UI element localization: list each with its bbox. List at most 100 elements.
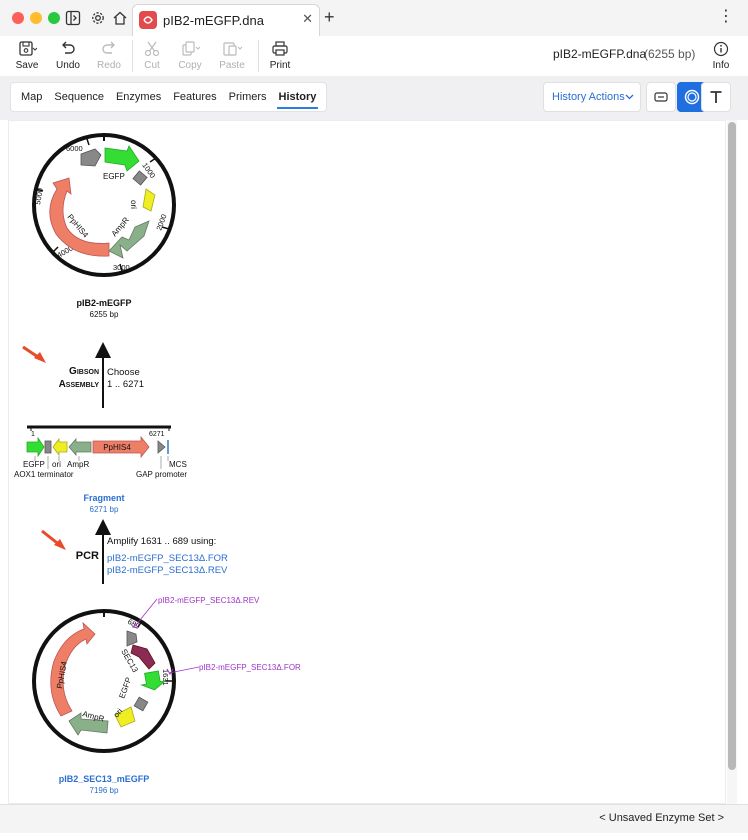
- egfp-feature: [26, 436, 45, 458]
- history-panel: 6000 1000 2000 3000 4000 5000 EGFP ori A…: [8, 120, 726, 804]
- toolbar-divider: [258, 40, 259, 72]
- toolbar-divider: [132, 40, 133, 72]
- tab-close-icon[interactable]: ✕: [302, 11, 313, 26]
- fragment-label-ori: ori: [52, 460, 61, 469]
- primer-for-link[interactable]: pIB2-mEGFP_SEC13Δ.FOR: [107, 553, 228, 564]
- terminator-feature: [44, 440, 52, 454]
- circular-map-icon: [684, 89, 700, 105]
- redo-button[interactable]: Redo: [89, 36, 129, 76]
- primer-for-label[interactable]: pIB2-mEGFP_SEC13Δ.FOR: [199, 663, 301, 672]
- bottom-map-size: 7196 bp: [90, 786, 119, 795]
- text-view-button[interactable]: [701, 82, 731, 112]
- sidebar-toggle-icon[interactable]: [63, 8, 83, 28]
- terminator-feature: [133, 696, 149, 712]
- ampr-feature: [108, 220, 150, 259]
- document-tab[interactable]: pIB2-mEGFP.dna ✕: [132, 4, 320, 36]
- redo-icon: [102, 41, 115, 54]
- document-title: pIB2-mEGFP.dna: [553, 47, 647, 61]
- history-actions-dropdown[interactable]: History Actions: [543, 82, 641, 112]
- top-map-size: 6255 bp: [90, 310, 119, 319]
- cut-button[interactable]: Cut: [132, 36, 172, 76]
- linear-view-button[interactable]: [646, 82, 676, 112]
- paste-button[interactable]: Paste: [212, 36, 252, 76]
- scrollbar-thumb[interactable]: [728, 122, 736, 770]
- step1-operation-line2[interactable]: Assembly: [59, 379, 100, 390]
- sec13-feature: [130, 644, 156, 670]
- copy-label: Copy: [178, 60, 202, 71]
- tick-label: 5000: [33, 187, 45, 205]
- fragment-start: 1: [31, 431, 35, 438]
- save-button[interactable]: Save: [7, 36, 47, 76]
- terminator-feature: [132, 170, 148, 186]
- text-icon: [710, 91, 722, 103]
- tab-enzymes[interactable]: Enzymes: [115, 91, 162, 103]
- mcs-feature: [80, 148, 102, 167]
- primer-rev-label[interactable]: pIB2-mEGFP_SEC13Δ.REV: [158, 596, 260, 605]
- step1-detail-line2: 1 .. 6271: [107, 379, 144, 390]
- document-size: (6255 bp): [644, 47, 696, 61]
- redo-label: Redo: [97, 60, 121, 71]
- home-icon[interactable]: [110, 8, 130, 28]
- print-label: Print: [269, 60, 291, 71]
- minimize-window-button[interactable]: [30, 12, 42, 24]
- tab-title: pIB2-mEGFP.dna: [163, 13, 264, 28]
- step2-operation[interactable]: PCR: [76, 550, 99, 562]
- ori-feature: [114, 706, 136, 728]
- info-button[interactable]: Info: [701, 36, 741, 76]
- top-plasmid-map[interactable]: 6000 1000 2000 3000 4000 5000 EGFP ori A…: [32, 133, 176, 277]
- primer-rev-link[interactable]: pIB2-mEGFP_SEC13Δ.REV: [107, 565, 228, 576]
- ampr-feature: [68, 712, 109, 736]
- fragment-label-mcs: MCS: [169, 460, 187, 469]
- tab-primers[interactable]: Primers: [228, 91, 267, 103]
- primer-for-marker: [166, 668, 174, 675]
- top-map-name[interactable]: pIB2-mEGFP: [76, 298, 131, 308]
- bottom-plasmid-map[interactable]: 689 1631 pIB2-mEGFP_SEC13Δ.REV pIB2-mEGF…: [32, 596, 301, 753]
- tab-map[interactable]: Map: [21, 91, 43, 103]
- new-tab-button[interactable]: +: [324, 7, 335, 27]
- gap-promoter-feature: [157, 440, 166, 454]
- gear-icon[interactable]: [88, 8, 108, 28]
- tab-sequence[interactable]: Sequence: [54, 91, 104, 103]
- egfp-feature: [104, 145, 140, 172]
- annotation-arrowhead: [34, 352, 46, 363]
- snapgene-icon: [139, 11, 157, 29]
- annotation-arrowhead: [54, 539, 66, 550]
- paste-icon: [223, 42, 243, 56]
- save-label: Save: [15, 60, 39, 71]
- zoom-window-button[interactable]: [48, 12, 60, 24]
- tab-history[interactable]: History: [273, 83, 323, 111]
- step1-detail-line1: Choose: [107, 367, 140, 378]
- bottom-map-name[interactable]: pIB2_SEC13_mEGFP: [59, 774, 150, 784]
- save-icon: [19, 41, 37, 56]
- toolbar: Save Undo Redo Cut Copy Paste Print pIB2…: [0, 36, 748, 77]
- print-button[interactable]: Print: [260, 36, 300, 76]
- more-menu-icon[interactable]: ⋮: [718, 8, 734, 25]
- primer-rev-marker: [131, 622, 139, 629]
- history-actions-label: History Actions: [552, 91, 625, 103]
- fragment-linear-map[interactable]: 1 6271 PpHIS4 EGFP ori AmpR AOX1 te: [14, 425, 187, 479]
- linear-map-icon: [654, 92, 668, 102]
- undo-button[interactable]: Undo: [48, 36, 88, 76]
- title-bar: pIB2-mEGFP.dna ✕ + ⋮: [0, 0, 748, 37]
- step1-operation-line1[interactable]: Gibson: [69, 366, 99, 377]
- printer-icon: [272, 41, 288, 56]
- undo-icon: [62, 41, 75, 54]
- info-icon: [713, 41, 729, 57]
- copy-button[interactable]: Copy: [170, 36, 210, 76]
- step2-detail: Amplify 1631 .. 689 using:: [107, 536, 216, 547]
- ori-feature: [142, 188, 156, 212]
- close-window-button[interactable]: [12, 12, 24, 24]
- fragment-size: 6271 bp: [90, 505, 119, 514]
- view-bar: Map Sequence Enzymes Features Primers Hi…: [0, 76, 748, 120]
- fragment-label-pphis4: PpHIS4: [103, 443, 131, 452]
- fragment-label-ampr: AmpR: [67, 460, 89, 469]
- enzyme-set-selector[interactable]: < Unsaved Enzyme Set >: [599, 812, 724, 824]
- tab-features[interactable]: Features: [173, 91, 217, 103]
- tick-label: 3000: [113, 263, 130, 272]
- feature-label-ori: ori: [129, 200, 138, 209]
- status-bar: < Unsaved Enzyme Set >: [0, 804, 748, 833]
- fragment-name[interactable]: Fragment: [83, 493, 124, 503]
- history-graph: 6000 1000 2000 3000 4000 5000 EGFP ori A…: [14, 133, 301, 795]
- info-label: Info: [712, 60, 730, 71]
